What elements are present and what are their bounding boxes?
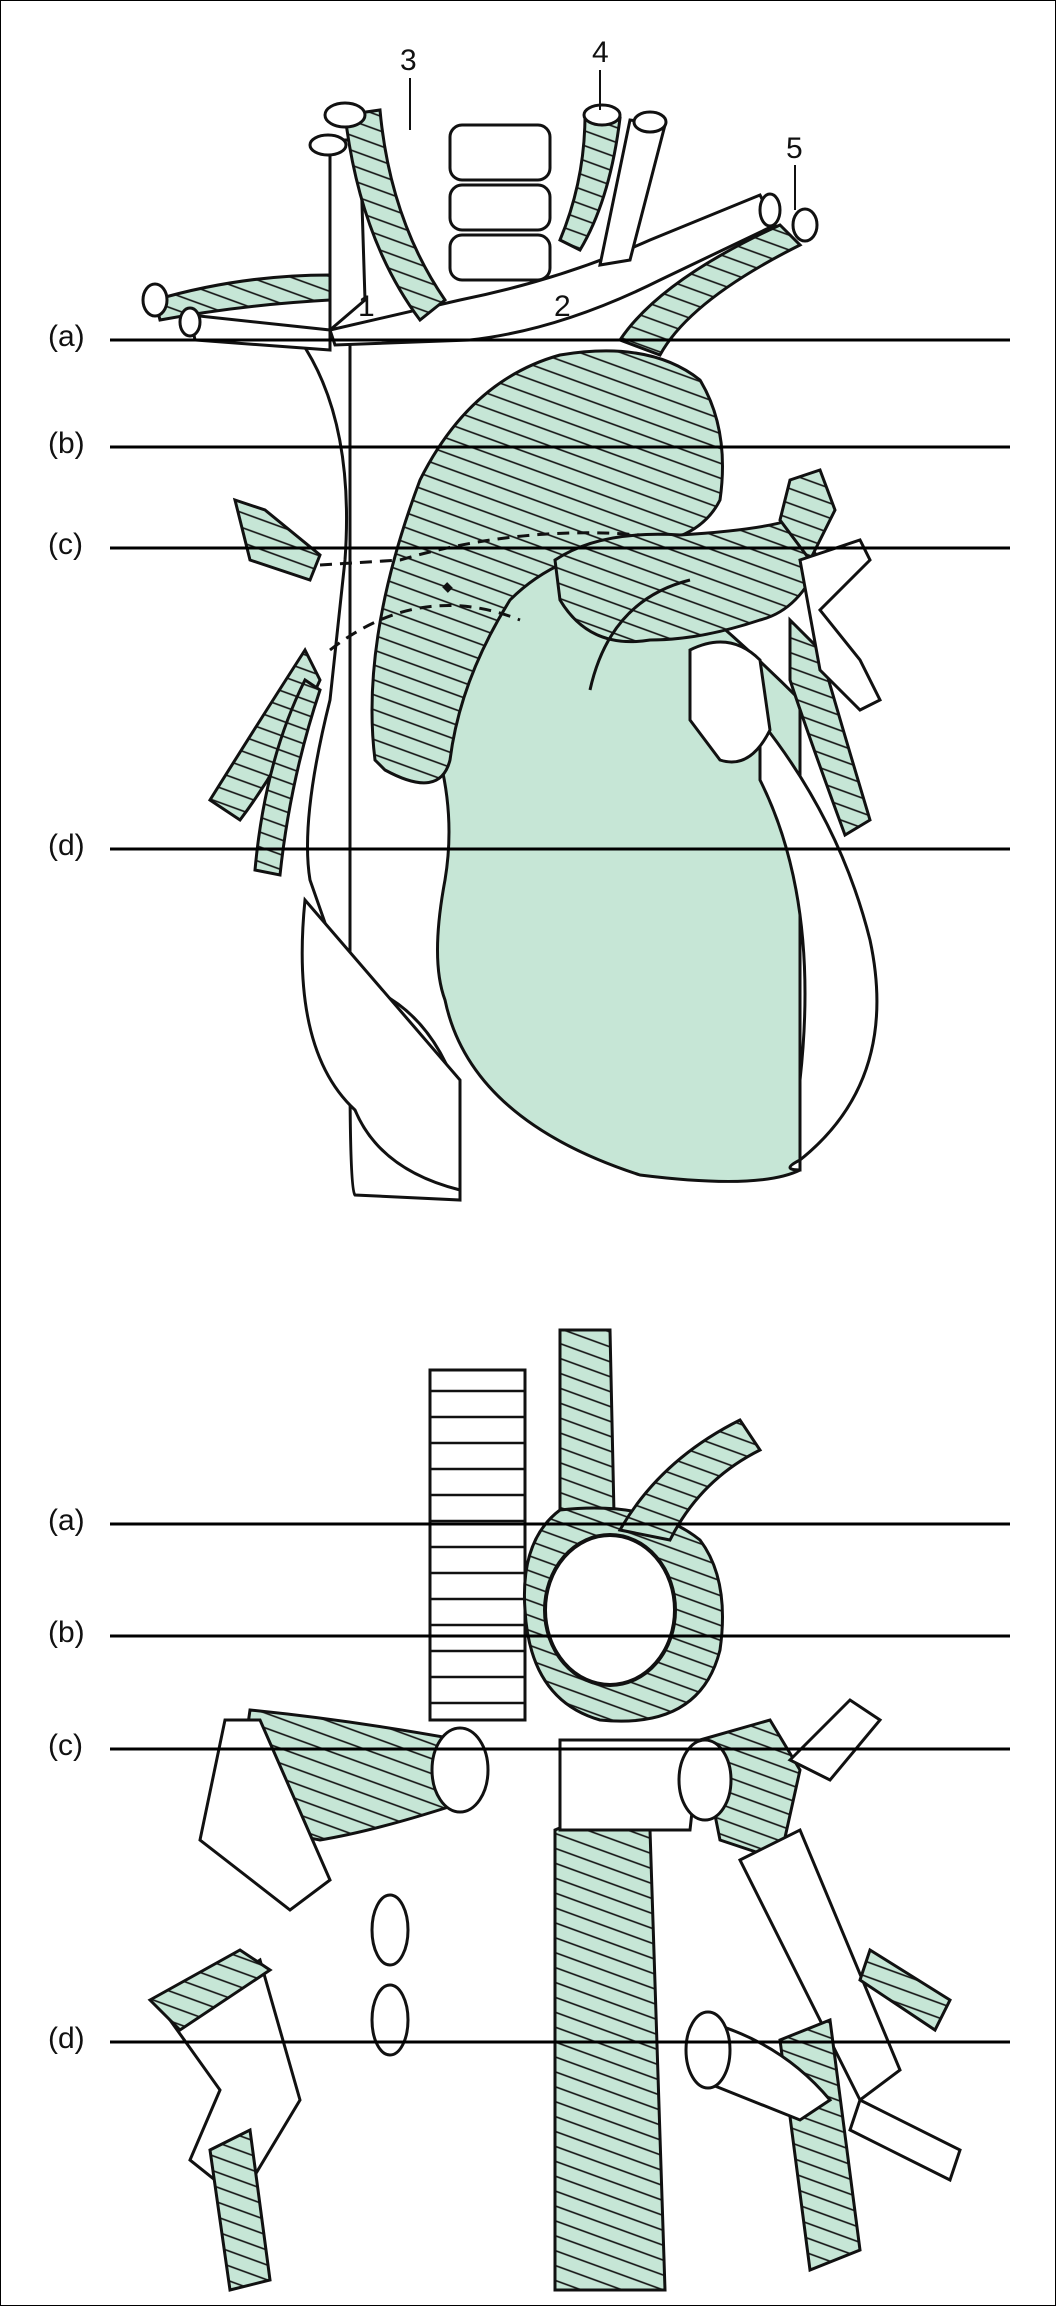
- vessel-number-5: 5: [786, 132, 803, 165]
- left-segmental-artery: [858, 1947, 952, 2033]
- flow-arrow-2: [329, 604, 521, 652]
- right-lower-artery: [208, 2127, 272, 2292]
- level-label-d: (d): [48, 829, 85, 862]
- right-atrium: [300, 896, 462, 1192]
- level-label-b: (b): [48, 427, 85, 460]
- left-pulmonary-vein: [688, 640, 772, 764]
- level-label-c: (c): [48, 528, 83, 561]
- descending-aorta-lower: [553, 1818, 667, 2292]
- left-common-carotid: [558, 113, 622, 252]
- top-panel: [110, 70, 1010, 1202]
- left-segmental-vein: [848, 2097, 962, 2183]
- trachea: [428, 1368, 527, 1722]
- right-pulmonary-artery-upper: [232, 497, 322, 582]
- flow-arrow-3: [588, 578, 691, 691]
- vessel-number-4: 4: [592, 36, 609, 69]
- flow-arrow-1: [319, 531, 641, 567]
- aortic-lumen: [543, 1533, 677, 1687]
- right-pulmonary-artery-lower: [207, 646, 322, 823]
- left-bronchus-bottom: [737, 1827, 902, 2103]
- main-carina: [558, 1738, 702, 1832]
- vessel-number-2: 2: [554, 290, 571, 323]
- right-pulmonary-vessels: [147, 1948, 273, 2032]
- vessel-number-1: 1: [358, 290, 375, 323]
- right-subclavian-artery: [153, 273, 332, 322]
- level-label-a: (a): [48, 320, 85, 353]
- right-bronchus: [198, 1718, 332, 1912]
- level-label-b-bottom: (b): [48, 1616, 85, 1649]
- aortic-arch: [370, 349, 724, 785]
- left-upper-branches: [787, 1698, 883, 1782]
- left-pulmonary-branches: [788, 616, 872, 838]
- right-pulmonary-vessel: [253, 677, 322, 877]
- vessel-number-3: 3: [400, 44, 417, 77]
- right-common-carotid: [343, 108, 448, 323]
- level-label-a-bottom: (a): [48, 1504, 85, 1537]
- left-subclavian-bottom: [617, 1418, 763, 1542]
- left-pulmonary-artery: [778, 468, 837, 563]
- left-ventricle-edge: [758, 715, 879, 1172]
- right-subclavian-vein: [188, 313, 332, 352]
- left-subclavian-artery: [617, 223, 803, 357]
- level-label-c-bottom: (c): [48, 1729, 83, 1762]
- flow-arrow-4: [442, 582, 453, 593]
- bottom-panel: [110, 1328, 1010, 2292]
- trachea-segment: [448, 123, 552, 282]
- level-label-d-bottom: (d): [48, 2022, 85, 2055]
